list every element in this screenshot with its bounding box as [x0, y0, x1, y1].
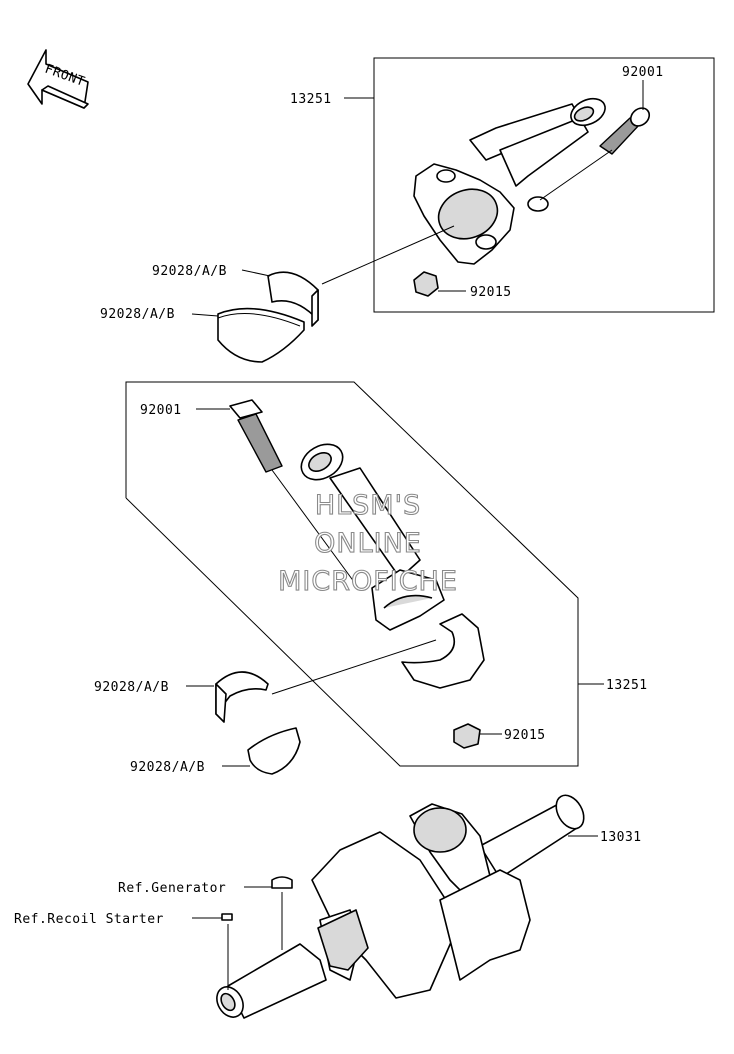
- bearing-shell-4: [247, 727, 301, 775]
- bolt-bottom: [229, 399, 283, 473]
- label-92028-1: 92028/A/B: [152, 264, 227, 279]
- label-92028-2: 92028/A/B: [100, 307, 175, 322]
- label-ref-generator: Ref.Generator: [118, 881, 226, 896]
- bottom-assembly-frame: [125, 381, 579, 767]
- watermark-line-1: HLSM'S: [315, 490, 421, 521]
- label-92001-top: 92001: [622, 65, 664, 80]
- nut-top: [413, 271, 439, 297]
- label-13031: 13031: [600, 830, 642, 845]
- label-13251-bottom: 13251: [606, 678, 648, 693]
- watermark-line-3: MICROFICHE: [278, 566, 458, 597]
- nut-bottom: [453, 723, 481, 749]
- bolt-top: [599, 107, 651, 155]
- label-92028-3: 92028/A/B: [94, 680, 169, 695]
- label-92001-bottom: 92001: [140, 403, 182, 418]
- bearing-shell-2: [217, 307, 305, 363]
- woodruff-key-recoil: [221, 913, 233, 921]
- label-92015-bottom: 92015: [504, 728, 546, 743]
- woodruff-key-generator: [271, 876, 293, 889]
- label-ref-recoil-starter: Ref.Recoil Starter: [14, 912, 164, 927]
- front-arrow-icon: FRONT: [27, 49, 89, 109]
- label-92015-top: 92015: [470, 285, 512, 300]
- label-13251-top: 13251: [290, 92, 332, 107]
- bearing-shell-3: [215, 671, 269, 723]
- crankshaft: [216, 794, 585, 1019]
- label-92028-4: 92028/A/B: [130, 760, 205, 775]
- bearing-shell-1: [267, 271, 319, 327]
- connecting-rod-top: [413, 97, 606, 265]
- connecting-rod-bottom: [300, 443, 485, 689]
- top-assembly-frame: [373, 57, 715, 313]
- watermark-line-2: ONLINE: [314, 528, 422, 559]
- watermark: HLSM'S ONLINE MICROFICHE: [278, 489, 458, 597]
